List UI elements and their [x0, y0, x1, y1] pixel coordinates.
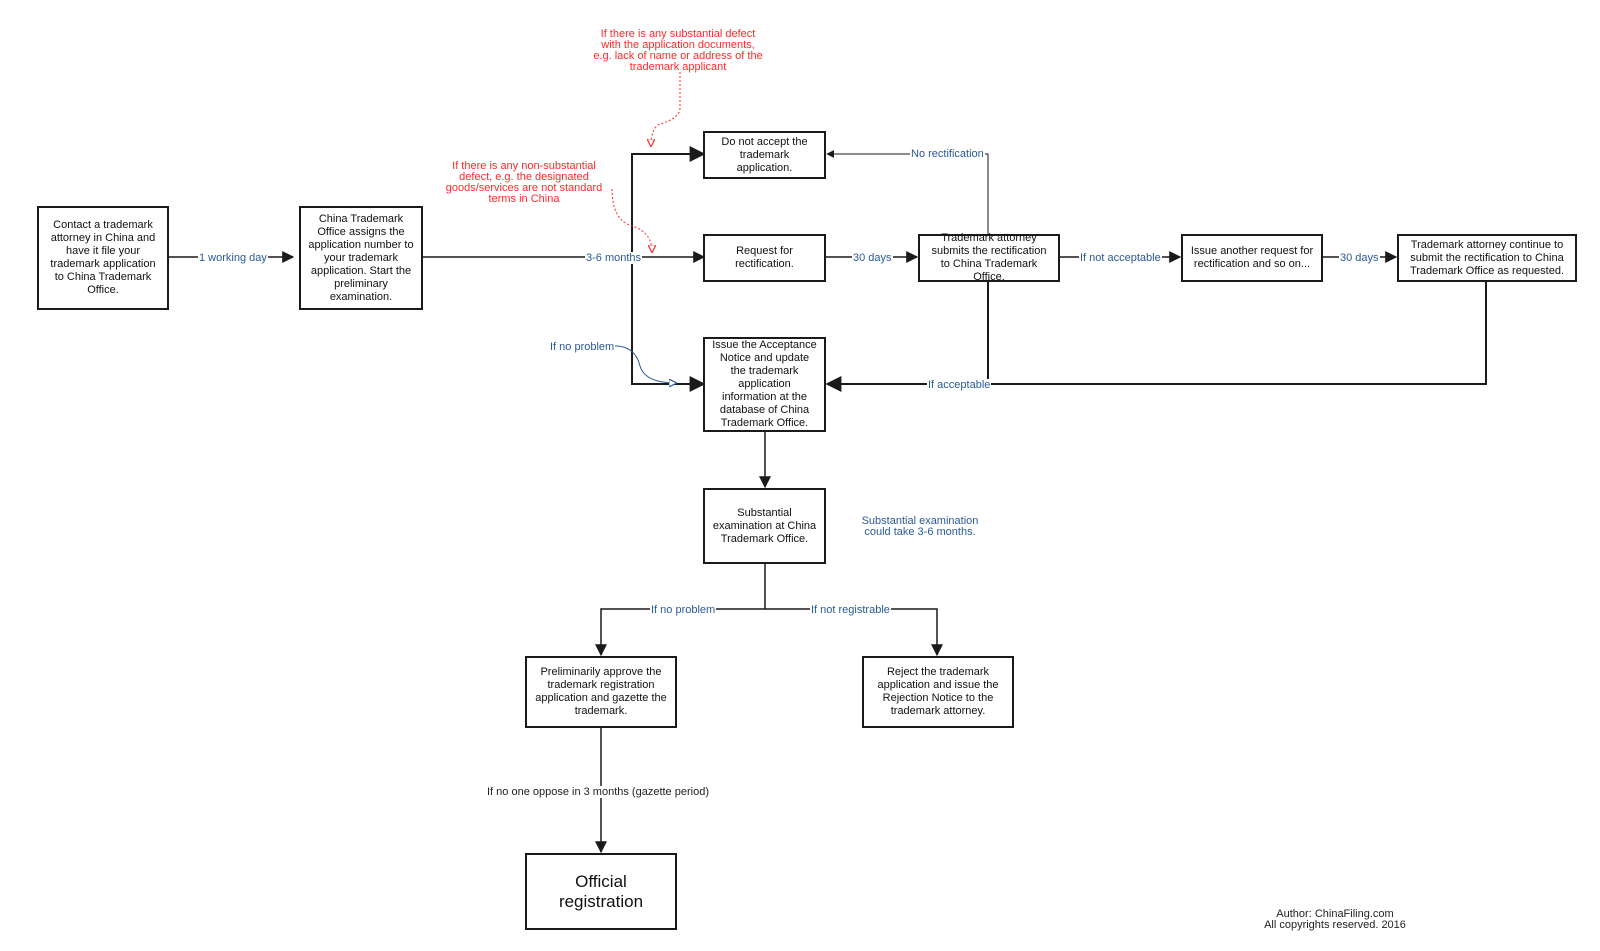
label-no-rectification: No rectification [910, 148, 985, 160]
note-substantial-time: Substantial examination could take 3-6 m… [850, 516, 990, 538]
preliminary-approve-box: Preliminarily approve the trademark regi… [525, 656, 677, 728]
substantial-examination-box: Substantial examination at China Tradema… [703, 488, 826, 564]
edge-submit-acceptance [825, 282, 989, 392]
contact-attorney-box: Contact a trademark attorney in China an… [37, 206, 169, 310]
continue-rectification-box: Trademark attorney continue to submit th… [1397, 234, 1577, 282]
callout-if-no-problem [614, 345, 676, 383]
note-substantial-time-text: Substantial examination could take 3-6 m… [861, 515, 979, 538]
label-30-days-a: 30 days [852, 252, 893, 264]
label-3-6-months: 3-6 months [585, 252, 643, 264]
edge-continue-acceptance [988, 282, 1487, 385]
acceptance-notice-box: Issue the Acceptance Notice and update t… [703, 337, 826, 432]
assign-number-box: China Trademark Office assigns the appli… [299, 206, 423, 310]
label-if-no-problem-top: If no problem [549, 341, 616, 353]
official-registration-box: Official registration [525, 853, 677, 930]
do-not-accept-box: Do not accept the trademark application. [703, 131, 826, 179]
reject-application-box: Reject the trademark application and iss… [862, 656, 1014, 728]
label-1-working-day: 1 working day [198, 252, 268, 264]
note-non-substantial-defect-text: If there is any non-substantial defect, … [445, 160, 603, 205]
edge-no-rectification [826, 150, 989, 235]
label-no-oppose: If no one oppose in 3 months (gazette pe… [486, 786, 710, 798]
label-30-days-b: 30 days [1339, 252, 1380, 264]
note-non-substantial-defect: If there is any non-substantial defect, … [438, 161, 610, 205]
label-if-not-acceptable: If not acceptable [1079, 252, 1162, 264]
edge-branch-acceptance [631, 257, 706, 392]
note-author: Author: ChinaFiling.com All copyrights r… [1250, 909, 1420, 931]
label-if-not-registrable: If not registrable [810, 604, 891, 616]
note-author-text: Author: ChinaFiling.com All copyrights r… [1264, 908, 1406, 931]
label-if-no-problem: If no problem [650, 604, 717, 616]
callout-non-substantial-defect [611, 188, 652, 252]
another-request-box: Issue another request for rectification … [1181, 234, 1323, 282]
request-rectification-box: Request for rectification. [703, 234, 826, 282]
label-if-acceptable: If acceptable [927, 379, 992, 391]
callout-substantial-defect [651, 72, 681, 146]
note-substantial-defect: If there is any substantial defect with … [583, 29, 773, 73]
note-substantial-defect-text: If there is any substantial defect with … [593, 28, 763, 73]
edge-branch-reject-accept [631, 146, 706, 257]
submit-rectification-box: Trademark attorney submits the rectifica… [918, 232, 1060, 283]
